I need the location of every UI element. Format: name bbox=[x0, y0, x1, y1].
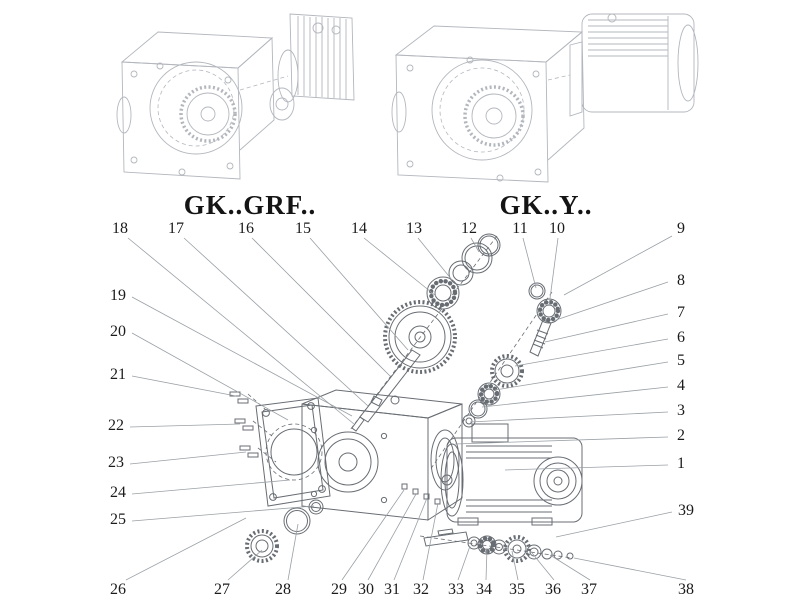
leader-line-19 bbox=[131, 296, 353, 417]
callout-37: 37 bbox=[581, 581, 597, 598]
gearbox-grf-drawing bbox=[116, 13, 355, 180]
flange-plate-parts bbox=[229, 391, 331, 507]
callout-2: 2 bbox=[677, 427, 685, 444]
callout-34: 34 bbox=[476, 581, 492, 598]
callout-30: 30 bbox=[358, 581, 374, 598]
leader-line-25 bbox=[131, 505, 315, 522]
leader-line-6 bbox=[514, 338, 669, 367]
callout-24: 24 bbox=[110, 484, 126, 501]
leader-line-33 bbox=[457, 545, 471, 581]
callout-36: 36 bbox=[545, 581, 561, 598]
callout-22: 22 bbox=[108, 417, 124, 434]
leader-line-5 bbox=[494, 361, 669, 391]
leader-line-39 bbox=[555, 511, 673, 538]
leader-line-34 bbox=[485, 547, 488, 581]
leader-line-17 bbox=[183, 237, 369, 407]
callout-13: 13 bbox=[406, 220, 422, 237]
callout-25: 25 bbox=[110, 511, 126, 528]
leader-line-14 bbox=[363, 237, 437, 297]
leader-line-27 bbox=[227, 549, 263, 581]
callout-12: 12 bbox=[461, 220, 477, 237]
leader-line-7 bbox=[544, 313, 669, 343]
leader-line-23 bbox=[129, 451, 247, 465]
input-pinion-parts bbox=[462, 282, 562, 428]
callout-4: 4 bbox=[677, 377, 685, 394]
leader-line-1 bbox=[504, 464, 669, 471]
leader-line-3 bbox=[469, 411, 669, 423]
leader-line-4 bbox=[481, 386, 669, 408]
leader-line-10 bbox=[548, 237, 559, 307]
callout-21: 21 bbox=[110, 366, 126, 383]
callout-33: 33 bbox=[448, 581, 464, 598]
leader-line-24 bbox=[131, 479, 291, 495]
callout-1: 1 bbox=[677, 455, 685, 472]
callout-26: 26 bbox=[110, 581, 126, 598]
callout-35: 35 bbox=[509, 581, 525, 598]
leader-lines-layer bbox=[125, 235, 687, 581]
variant-label-gk-y: GK..Y.. bbox=[499, 190, 593, 220]
leader-line-15 bbox=[309, 237, 409, 351]
callout-17: 17 bbox=[168, 220, 184, 237]
callout-11: 11 bbox=[512, 220, 528, 237]
leader-line-16 bbox=[251, 237, 391, 377]
leader-line-20 bbox=[131, 332, 289, 421]
callout-19: 19 bbox=[110, 287, 126, 304]
leader-line-8 bbox=[555, 281, 669, 321]
callout-3: 3 bbox=[677, 402, 685, 419]
leader-line-28 bbox=[287, 523, 299, 581]
callout-16: 16 bbox=[238, 220, 254, 237]
callout-9: 9 bbox=[677, 220, 685, 237]
callout-32: 32 bbox=[413, 581, 429, 598]
input-axis-line bbox=[429, 291, 553, 471]
callout-27: 27 bbox=[214, 581, 230, 598]
callout-38: 38 bbox=[678, 581, 694, 598]
callout-31: 31 bbox=[384, 581, 400, 598]
leader-line-11 bbox=[522, 237, 537, 289]
callout-23: 23 bbox=[108, 454, 124, 471]
variant-label-gk-grf: GK..GRF.. bbox=[183, 190, 317, 220]
leader-line-21 bbox=[131, 375, 237, 397]
output-axis-line bbox=[419, 535, 573, 559]
leader-line-29 bbox=[341, 489, 405, 581]
leader-line-32 bbox=[422, 502, 439, 581]
callout-6: 6 bbox=[677, 329, 685, 346]
leader-line-2 bbox=[454, 436, 669, 445]
callout-29: 29 bbox=[331, 581, 347, 598]
callout-8: 8 bbox=[677, 272, 685, 289]
leader-line-37 bbox=[549, 554, 591, 581]
callout-39: 39 bbox=[678, 502, 694, 519]
leader-line-13 bbox=[417, 237, 453, 281]
leader-line-26 bbox=[125, 517, 247, 581]
leader-line-9 bbox=[563, 235, 673, 296]
leader-line-22 bbox=[129, 423, 241, 428]
exploded-view-drawing bbox=[229, 233, 583, 563]
callout-28: 28 bbox=[275, 581, 291, 598]
leader-line-38 bbox=[573, 557, 687, 581]
housing-parts bbox=[245, 389, 463, 563]
callout-5: 5 bbox=[677, 352, 685, 369]
leader-line-35 bbox=[511, 550, 519, 581]
callout-14: 14 bbox=[351, 220, 367, 237]
callout-20: 20 bbox=[110, 323, 126, 340]
gearbox-y-drawing bbox=[391, 13, 699, 183]
callout-18: 18 bbox=[112, 220, 128, 237]
callout-15: 15 bbox=[295, 220, 311, 237]
motor-parts bbox=[440, 423, 583, 526]
leader-line-18 bbox=[127, 237, 355, 425]
leader-line-36 bbox=[531, 552, 555, 581]
leader-line-12 bbox=[470, 237, 480, 253]
callout-10: 10 bbox=[549, 220, 565, 237]
leader-line-31 bbox=[393, 497, 428, 581]
leader-line-30 bbox=[367, 493, 417, 581]
callout-7: 7 bbox=[677, 304, 685, 321]
